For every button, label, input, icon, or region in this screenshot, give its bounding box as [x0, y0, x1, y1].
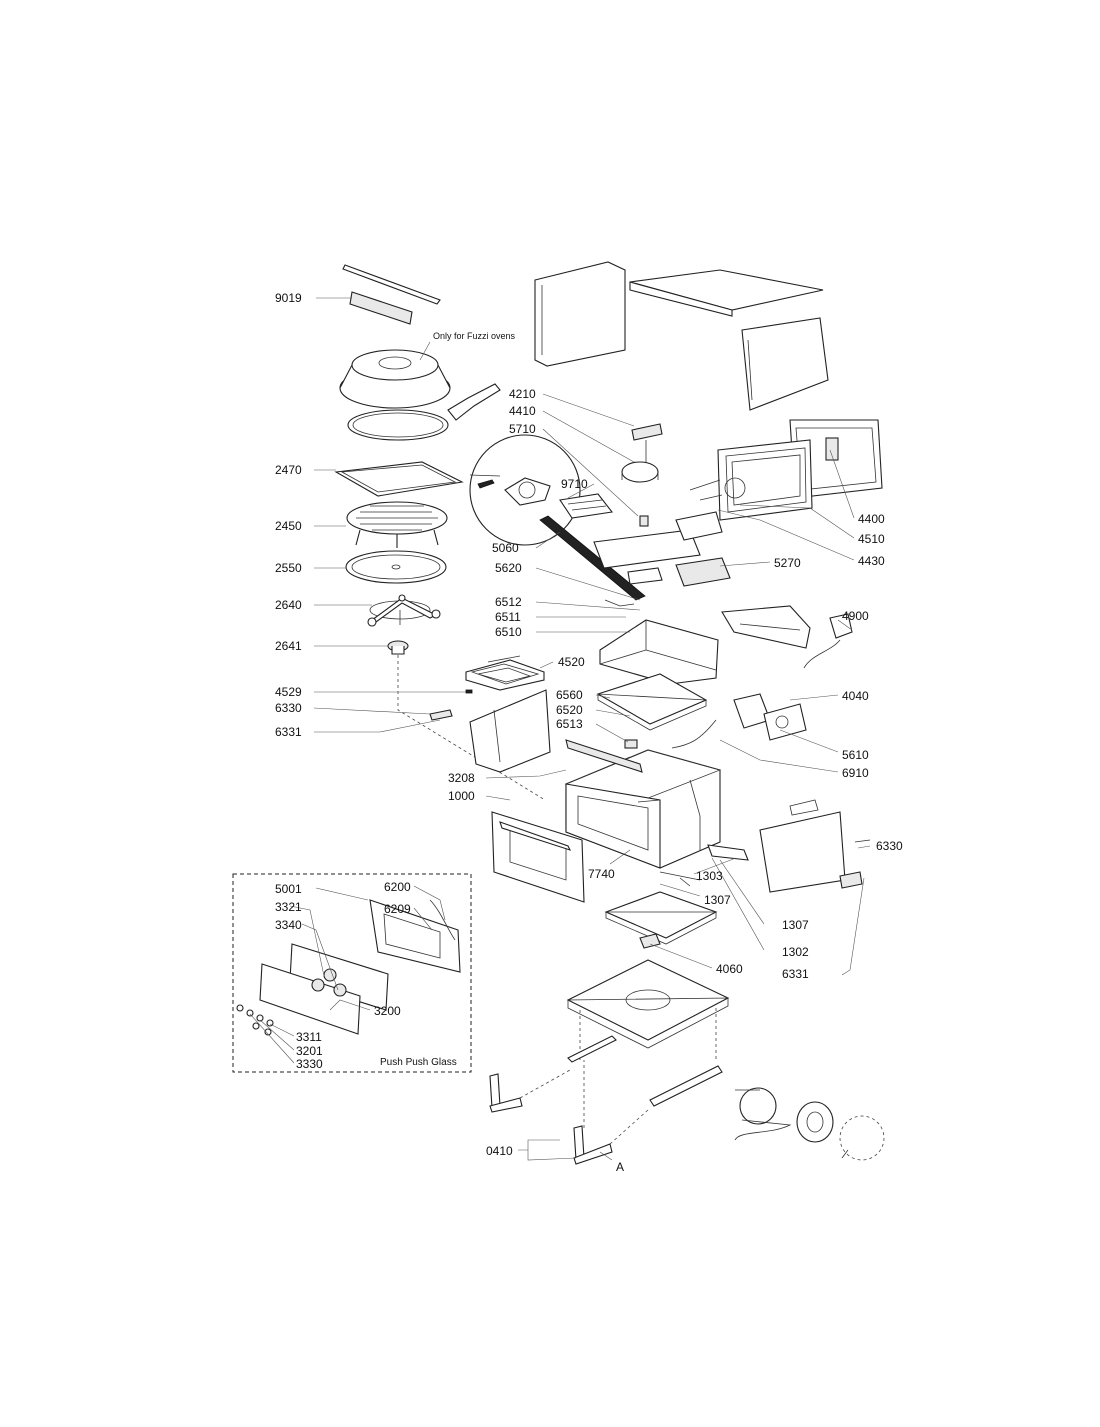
fuse-5710: [639, 515, 649, 527]
label-2450: 2450: [275, 519, 302, 533]
label-A: A: [616, 1160, 625, 1174]
label-4529: 4529: [275, 685, 302, 699]
label-2470: 2470: [275, 463, 302, 477]
label-3311: 3311: [296, 1030, 322, 1044]
cabinet-back-panel: [534, 261, 626, 367]
label-6330-left: 6330: [275, 701, 302, 715]
pcb-9710: [559, 493, 614, 519]
control-panel: [236, 899, 461, 1036]
label-5270: 5270: [774, 556, 801, 570]
label-1302: 1302: [782, 945, 809, 959]
waveguide-cover: [469, 689, 551, 773]
square-tray: [334, 461, 464, 497]
label-4410: 4410: [509, 404, 536, 418]
label-5001: 5001: [275, 882, 302, 896]
label-4900: 4900: [842, 609, 869, 623]
label-0410: 0410: [486, 1144, 513, 1158]
cavity-top-strip: [565, 739, 643, 773]
grill-element: [465, 655, 545, 691]
label-4520: 4520: [558, 655, 585, 669]
part-6513: [624, 739, 638, 749]
cabinet-side-panel: [741, 317, 829, 411]
label-2641: 2641: [275, 639, 302, 653]
cabinet-top-panel: [629, 269, 824, 317]
side-cover: [759, 799, 871, 893]
label-3340: 3340: [275, 918, 302, 932]
label-6512: 6512: [495, 595, 522, 609]
label-5610: 5610: [842, 748, 869, 762]
round-grill: [346, 501, 448, 548]
label-6510: 6510: [495, 625, 522, 639]
label-1307-b: 1307: [782, 918, 809, 932]
frames-4510-4430: [689, 439, 813, 521]
cavity-top-plate: [599, 599, 719, 685]
label-4400: 4400: [858, 512, 885, 526]
label-3200: 3200: [374, 1004, 401, 1018]
push-glass-inset: [232, 873, 472, 1073]
label-5060: 5060: [492, 541, 519, 555]
magnetron-4040: [671, 693, 807, 749]
label-5620: 5620: [495, 561, 522, 575]
base-rails: [567, 1035, 723, 1107]
label-9710: 9710: [561, 477, 588, 491]
label-1303: 1303: [696, 869, 723, 883]
rotary-assembly: [734, 1087, 885, 1161]
part-4060: [639, 933, 661, 949]
label-4060: 4060: [716, 962, 743, 976]
label-4210: 4210: [509, 387, 536, 401]
roller-ring: [367, 594, 441, 627]
label-6910: 6910: [842, 766, 869, 780]
control-bracket: [593, 511, 731, 587]
label-2640: 2640: [275, 598, 302, 612]
label-6330-right: 6330: [876, 839, 903, 853]
clip-4529: [465, 689, 473, 694]
label-3208: 3208: [448, 771, 475, 785]
leader-lines: [249, 297, 871, 1161]
note-push-push-glass: Push Push Glass: [380, 1057, 457, 1068]
label-4430: 4430: [858, 554, 885, 568]
base-plate: [566, 959, 730, 1060]
top-rail: [721, 605, 811, 649]
label-9019: 9019: [275, 291, 302, 305]
coupler: [387, 640, 409, 655]
label-3201: 3201: [296, 1044, 323, 1058]
side-bracket: [659, 844, 749, 887]
label-3330: 3330: [296, 1057, 323, 1071]
label-6209: 6209: [384, 902, 411, 916]
lower-tray: [604, 891, 718, 945]
plate-6560: [596, 673, 708, 731]
label-7740: 7740: [588, 867, 615, 881]
round-glass-plate: [347, 409, 449, 441]
zoom-detail-circle: [469, 434, 581, 546]
fan-4900: [803, 613, 853, 669]
label-6520: 6520: [556, 703, 583, 717]
label-6331-right: 6331: [782, 967, 809, 981]
label-4510: 4510: [858, 532, 885, 546]
label-4040: 4040: [842, 689, 869, 703]
foot-right: [573, 1125, 613, 1165]
label-2550: 2550: [275, 561, 302, 575]
label-1307-a: 1307: [704, 893, 731, 907]
label-6513: 6513: [556, 717, 583, 731]
label-6331-left: 6331: [275, 725, 302, 739]
motor-4410: [621, 461, 659, 483]
foot-left: [489, 1073, 523, 1113]
label-6200: 6200: [384, 880, 411, 894]
label-6560: 6560: [556, 688, 583, 702]
label-3321: 3321: [275, 900, 302, 914]
lid-handle: [447, 383, 501, 421]
oven-cavity: [564, 749, 722, 869]
door-frame-4400: [789, 419, 883, 499]
turntable-glass: [345, 550, 447, 584]
note-fuzzi-ovens: Only for Fuzzi ovens: [433, 331, 516, 341]
label-1000: 1000: [448, 789, 475, 803]
label-6511: 6511: [495, 610, 521, 624]
oven-door: [491, 811, 585, 903]
strip-part: [342, 264, 441, 325]
part-6330: [429, 709, 453, 721]
fuzzi-lid: [339, 349, 451, 409]
label-5710: 5710: [509, 422, 536, 436]
